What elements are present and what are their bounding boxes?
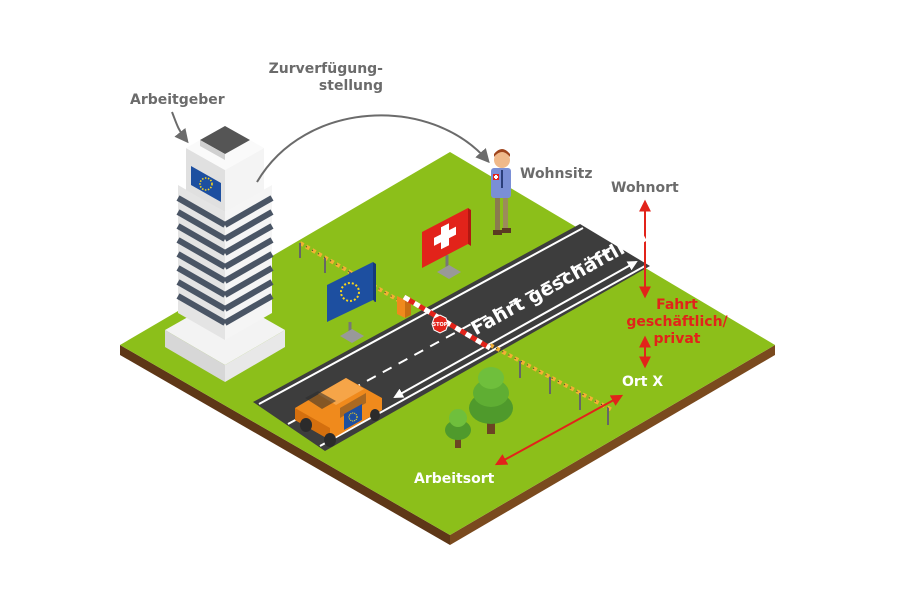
home-town-label: Wohnort: [611, 180, 679, 196]
eu-flag-icon: [344, 404, 362, 430]
provision-label-line2: stellung: [318, 78, 383, 94]
stop-sign-text: STOP: [433, 322, 448, 328]
place-x-label: Ort X: [622, 374, 664, 390]
employer-label: Arbeitgeber: [130, 92, 225, 108]
swiss-flag-sign: [422, 208, 471, 279]
residence-label: Wohnsitz: [520, 166, 593, 182]
eu-flag-icon: [191, 166, 221, 202]
ground-left-side: [120, 345, 450, 545]
workplace-arrow: [494, 394, 624, 466]
road-direction-arrow: [393, 261, 638, 398]
tree-icon: [445, 409, 471, 448]
car-icon: [295, 378, 382, 447]
person-icon: [491, 149, 511, 235]
provision-arrow: [256, 114, 490, 183]
workplace-label: Arbeitsort: [414, 471, 495, 487]
trip-label: Fahrt geschäftlich/ privat: [622, 297, 732, 348]
trip-label-line2: geschäftlich/: [626, 314, 728, 330]
employer-pointer-arrow: [171, 111, 189, 144]
trip-label-line3: privat: [653, 331, 701, 347]
provision-label: Zurverfügung- stellung: [268, 61, 383, 95]
provision-label-line1: Zurverfügung-: [268, 61, 383, 77]
trip-label-line1: Fahrt: [656, 297, 698, 313]
barrier-gate-icon: STOP: [397, 294, 492, 351]
tower-window-stripes: [176, 195, 274, 326]
eu-flag-icon: [340, 282, 360, 302]
stop-sign-icon: STOP: [431, 314, 449, 334]
eu-billboard: [327, 262, 376, 343]
office-tower-icon: [165, 126, 285, 382]
